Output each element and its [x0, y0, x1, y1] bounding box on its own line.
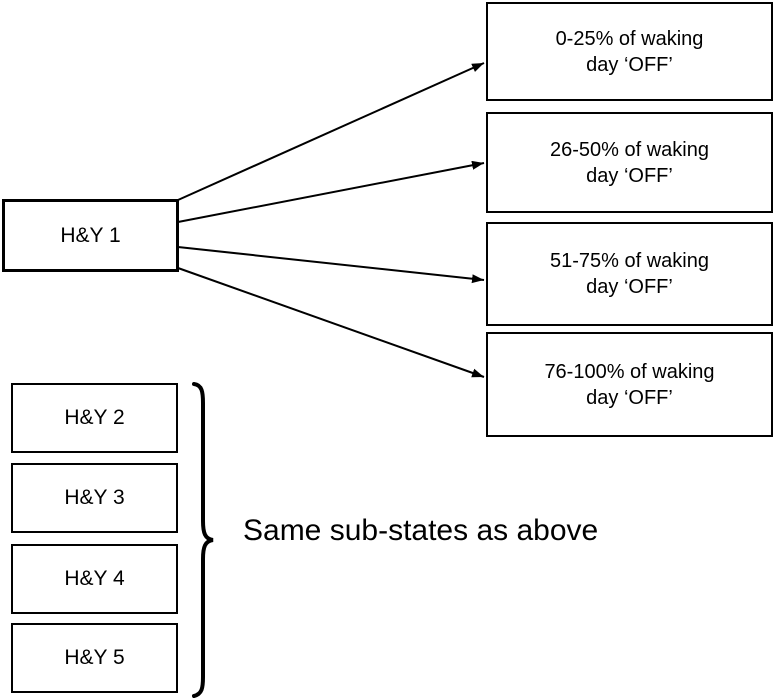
box-hy2-label: H&Y 2: [64, 406, 125, 429]
off-state-box-26-50: 26-50% of waking day ‘OFF’: [486, 112, 773, 213]
box-hy1-label: H&Y 1: [60, 223, 121, 247]
off-state-line2: day ‘OFF’: [586, 276, 673, 298]
off-state-line1: 26-50% of waking: [550, 138, 709, 161]
off-state-line2: day ‘OFF’: [586, 386, 673, 409]
off-state-line1: 51-75% of waking: [550, 250, 709, 272]
box-hy5-label: H&Y 5: [64, 646, 125, 669]
curly-brace-icon: [192, 382, 214, 698]
off-state-line2: day ‘OFF’: [586, 164, 673, 187]
off-state-line1: 76-100% of waking: [544, 360, 715, 383]
same-substates-label: Same sub-states as above: [243, 514, 599, 547]
arrow-hy1-to-off-76-100: [177, 267, 485, 378]
off-state-line1: 0-25% of waking: [555, 27, 704, 50]
box-hy5: H&Y 5: [11, 623, 178, 693]
box-hy4: H&Y 4: [11, 544, 178, 614]
box-hy4-label: H&Y 4: [64, 567, 125, 590]
box-hy1: H&Y 1: [2, 199, 179, 272]
arrow-hy1-to-off-26-50: [177, 160, 485, 223]
box-hy3-label: H&Y 3: [64, 486, 125, 509]
arrow-hy1-to-off-0-25: [177, 62, 485, 201]
off-state-box-51-75: 51-75% of waking day ‘OFF’: [486, 222, 773, 326]
box-hy3: H&Y 3: [11, 463, 178, 533]
off-state-box-76-100: 76-100% of waking day ‘OFF’: [486, 332, 773, 437]
off-state-line2: day ‘OFF’: [586, 53, 673, 76]
arrow-hy1-to-off-51-75: [177, 246, 485, 284]
box-hy2: H&Y 2: [11, 383, 178, 453]
off-state-box-0-25: 0-25% of waking day ‘OFF’: [486, 2, 773, 101]
